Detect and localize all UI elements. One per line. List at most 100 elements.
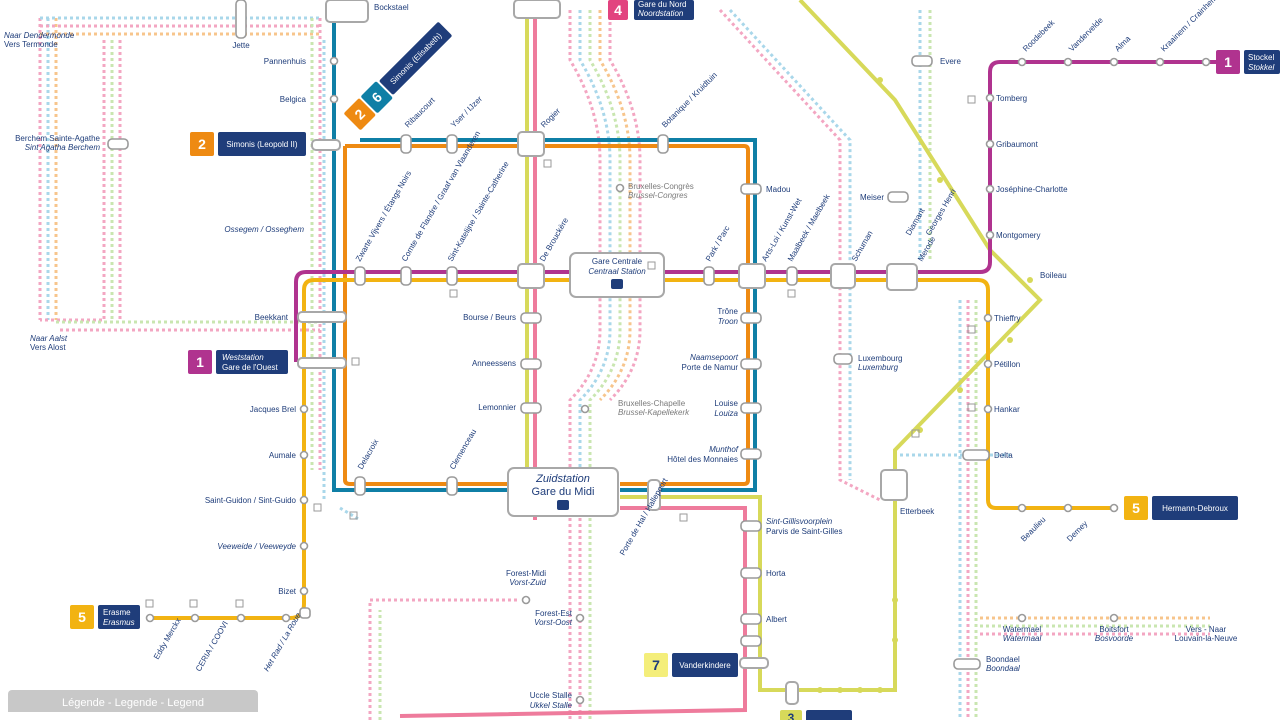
- station-parvis-saint-gilles: Parvis de Saint-Gilles: [766, 527, 842, 536]
- station-ossegem: Ossegem / Osseghem: [224, 225, 304, 234]
- station-alma: Alma: [1113, 34, 1133, 54]
- station-albert: Albert: [766, 615, 788, 624]
- line-7-number: 7: [652, 657, 660, 673]
- station-boileau: Boileau: [1040, 271, 1067, 280]
- station-etterbeek: Etterbeek: [900, 507, 935, 516]
- line-1-badge[interactable]: [1216, 50, 1240, 74]
- station-eddy-merckx: Eddy Merckx: [152, 616, 183, 661]
- terminus-simonis-leopold[interactable]: [218, 132, 306, 156]
- station-bizet: Bizet: [278, 587, 297, 596]
- terminus-erasme[interactable]: [98, 605, 140, 629]
- station-vers-naar: Vers - Naar: [1186, 625, 1227, 634]
- line-3-number: 3: [788, 711, 795, 720]
- station-veeweyde: Veeweide / Veeweyde: [217, 542, 296, 551]
- station-gribaumont: Gribaumont: [996, 140, 1039, 149]
- station-watermael: Watermael: [1003, 625, 1042, 634]
- train-icon: [611, 279, 623, 289]
- station-louise: Louise: [714, 399, 738, 408]
- station-vorst-zuid: Vorst-Zuid: [509, 578, 546, 587]
- station-brussel-congres: Brussel-Congres: [628, 191, 688, 200]
- station-porte-de-namur: Porte de Namur: [682, 363, 739, 372]
- station-uccle-stalle: Uccle Stalle: [530, 691, 573, 700]
- train-icon: [557, 500, 569, 510]
- line-1-track: [294, 60, 1226, 362]
- station-hankar: Hankar: [994, 405, 1020, 414]
- station-pannenhuis: Pannenhuis: [264, 57, 306, 66]
- terminus-stockel[interactable]: [1244, 50, 1280, 74]
- station-bosvoorde: Bosvoorde: [1095, 634, 1134, 643]
- station-munthof: Munthof: [709, 445, 739, 454]
- station-belgica: Belgica: [280, 95, 307, 104]
- terminus-weststation-fr: Gare de l'Ouest: [222, 363, 279, 372]
- station-naamsepoort: Naamsepoort: [690, 353, 739, 362]
- line-5-badge[interactable]: [1124, 496, 1148, 520]
- line-5-track: [148, 278, 1118, 620]
- legend-title: Légende - Legende - Legend: [62, 697, 204, 709]
- station-hotel-des-monnaies: Hôtel des Monnaies: [667, 455, 738, 464]
- station-boondael: Boondael: [986, 655, 1020, 664]
- station-vandervelde: Vandervelde: [1067, 15, 1105, 53]
- terminus-hermann-debroux-label: Hermann-Debroux: [1162, 504, 1228, 513]
- station-boondaal: Boondaal: [986, 664, 1020, 673]
- station-delta: Delta: [994, 451, 1013, 460]
- line-2-badge: [344, 98, 376, 130]
- station-trone: Trône: [717, 307, 738, 316]
- line-1-number: 1: [196, 354, 204, 370]
- station-de-brouckere: De Brouckère: [538, 216, 571, 263]
- station-comte-de-flandre: Comte de Flandre / Graaf van Vlaanderen: [400, 129, 482, 263]
- hub-zuid-name-fr: Gare du Midi: [532, 486, 595, 498]
- line-5-number: 5: [1132, 500, 1140, 516]
- tram-track: [525, 0, 1043, 692]
- station-madou: Madou: [766, 185, 790, 194]
- terminus-stockel-nl: Stokkel: [1248, 63, 1274, 72]
- station-tomberg: Tomberg: [996, 94, 1027, 103]
- line-5-badge[interactable]: [70, 605, 94, 629]
- station-lemonnier: Lemonnier: [478, 403, 516, 412]
- station-louvain-la-neuve: Louvain-la-Neuve: [1175, 634, 1238, 643]
- station-saint-guidon: Saint-Guidon / Sint-Guido: [205, 496, 297, 505]
- station-luxemburg: Luxemburg: [858, 363, 899, 372]
- station-meiser: Meiser: [860, 193, 884, 202]
- station-jette: Jette: [232, 41, 250, 50]
- station-troon: Troon: [718, 317, 739, 326]
- terminus-simonis-elisabeth-group[interactable]: 2 6 Simonis (Elisabeth): [344, 20, 454, 130]
- legend[interactable]: Légende - Legende - Legend: [8, 690, 258, 720]
- station-parc: Park / Parc: [704, 224, 732, 263]
- line-7-badge[interactable]: [644, 653, 668, 677]
- hub-gare-centrale[interactable]: Gare Centrale Centraal Station: [569, 252, 665, 298]
- accessible-icons: [145, 95, 976, 608]
- station-roodebeek: Roodebeek: [1021, 17, 1057, 53]
- station-bourse: Bourse / Beurs: [463, 313, 516, 322]
- hub-centrale-name: Gare Centrale: [592, 257, 643, 266]
- line-3-badge[interactable]: [780, 710, 802, 720]
- station-yser: Yser / IJzer: [449, 94, 484, 129]
- terminus-hermann-debroux[interactable]: [1152, 496, 1238, 520]
- terminus-gare-du-nord[interactable]: [634, 0, 694, 20]
- station-brussel-kapellekerk: Brussel-Kapellekerk: [618, 408, 690, 417]
- station-ceria: CERIA / COOVI: [194, 620, 230, 673]
- station-ukkel-stalle: Ukkel Stalle: [530, 701, 573, 710]
- hub-zuidstation[interactable]: Zuidstation Gare du Midi: [507, 467, 619, 517]
- station-vorst-oost: Vorst-Oost: [534, 618, 573, 627]
- station-louiza: Louiza: [714, 409, 738, 418]
- line-1-badge[interactable]: [188, 350, 212, 374]
- station-rogier: Rogier: [539, 106, 562, 129]
- hub-stations: [297, 0, 918, 705]
- station-sint-gillis: Sint-Gillisvoorplein: [766, 517, 833, 526]
- station-josephine-charlotte: Joséphine-Charlotte: [996, 185, 1068, 194]
- station-demey: Demey: [1065, 519, 1089, 543]
- station-horta: Horta: [766, 569, 786, 578]
- terminus-erasme-fr: Erasme: [103, 608, 131, 617]
- terminus-vanderkindere[interactable]: [672, 653, 738, 677]
- line-4-badge[interactable]: [608, 0, 628, 20]
- line-2-badge[interactable]: [190, 132, 214, 156]
- terminus-weststation[interactable]: [216, 350, 288, 374]
- station-luxembourg: Luxembourg: [858, 354, 902, 363]
- station-forest-est: Forest-Est: [535, 609, 573, 618]
- rail-lines: [38, 8, 1210, 720]
- station-evere: Evere: [940, 57, 961, 66]
- station-bruxelles-congres: Bruxelles-Congrès: [628, 182, 694, 191]
- terminus-line-3[interactable]: [806, 710, 852, 720]
- hub-centrale-name-nl: Centraal Station: [588, 267, 646, 276]
